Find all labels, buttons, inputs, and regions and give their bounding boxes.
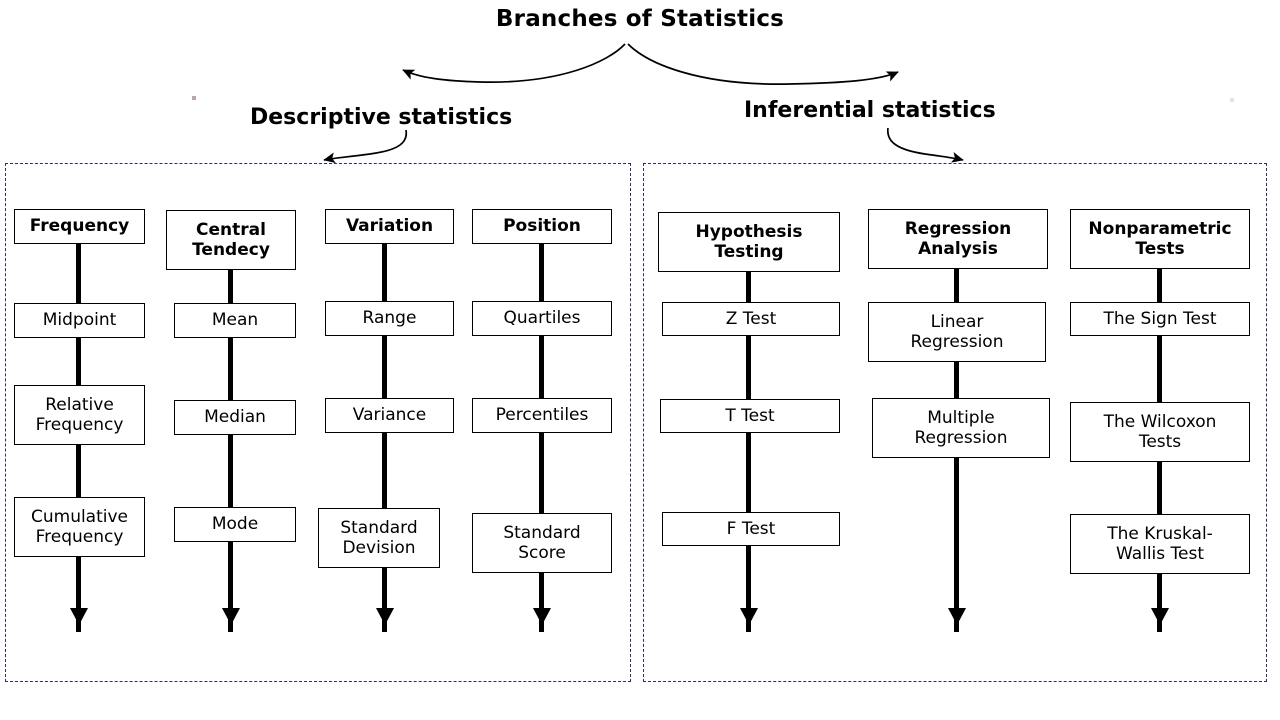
node-label: Variance [352, 405, 427, 426]
node-variation-head[interactable]: Variation [325, 209, 454, 244]
node-label: Midpoint [42, 310, 117, 331]
node-range[interactable]: Range [325, 301, 454, 336]
connector-position [539, 240, 544, 632]
node-median[interactable]: Median [174, 400, 296, 435]
node-sign-test[interactable]: The Sign Test [1070, 302, 1250, 336]
node-label: Position [503, 216, 581, 237]
panel-descriptive-statistics [5, 163, 631, 682]
arrowhead-position [532, 608, 551, 625]
node-label: Quartiles [503, 308, 581, 329]
node-label: Mode [211, 514, 259, 535]
node-f-test[interactable]: F Test [662, 512, 840, 546]
node-kruskal-wallis-test[interactable]: The Kruskal-Wallis Test [1070, 514, 1250, 574]
arrowhead-regression-analysis [947, 608, 966, 625]
node-label: The Kruskal-Wallis Test [1107, 523, 1213, 564]
connector-variation [382, 240, 387, 632]
node-label: Z Test [725, 308, 777, 329]
connector-hypothesis-testing [746, 272, 751, 632]
arrowhead-central-tendency [221, 608, 240, 625]
node-midpoint[interactable]: Midpoint [14, 303, 145, 338]
node-label: Percentiles [495, 405, 589, 426]
node-label: F Test [726, 518, 776, 539]
node-label: Frequency [29, 216, 130, 237]
stray-mark-right [1230, 98, 1234, 102]
node-label: T Test [725, 405, 775, 426]
node-z-test[interactable]: Z Test [662, 302, 840, 336]
node-label: Mean [211, 310, 259, 331]
node-label: Median [204, 407, 266, 428]
node-position-head[interactable]: Position [472, 209, 612, 244]
node-mode[interactable]: Mode [174, 507, 296, 542]
node-mean[interactable]: Mean [174, 303, 296, 338]
arrowhead-frequency [69, 608, 88, 625]
node-label: Variation [345, 216, 434, 237]
arrowhead-nonparametric-tests [1150, 608, 1169, 625]
node-variance[interactable]: Variance [325, 398, 454, 433]
title-branch-arrows [323, 43, 964, 164]
stray-mark-left [192, 96, 196, 100]
branch-label-descriptive: Descriptive statistics [250, 105, 513, 130]
connector-central-tendency [228, 268, 233, 632]
node-label: The Sign Test [1103, 308, 1217, 329]
node-frequency-head[interactable]: Frequency [14, 209, 145, 244]
node-quartiles[interactable]: Quartiles [472, 301, 612, 336]
node-t-test[interactable]: T Test [660, 399, 840, 433]
arrowhead-variation [375, 608, 394, 625]
panel-inferential-statistics [643, 163, 1267, 682]
arrowhead-hypothesis-testing [739, 608, 758, 625]
node-label: Range [362, 308, 417, 329]
page-title: Branches of Statistics [495, 6, 785, 32]
node-percentiles[interactable]: Percentiles [472, 398, 612, 433]
branch-label-inferential: Inferential statistics [744, 98, 996, 123]
